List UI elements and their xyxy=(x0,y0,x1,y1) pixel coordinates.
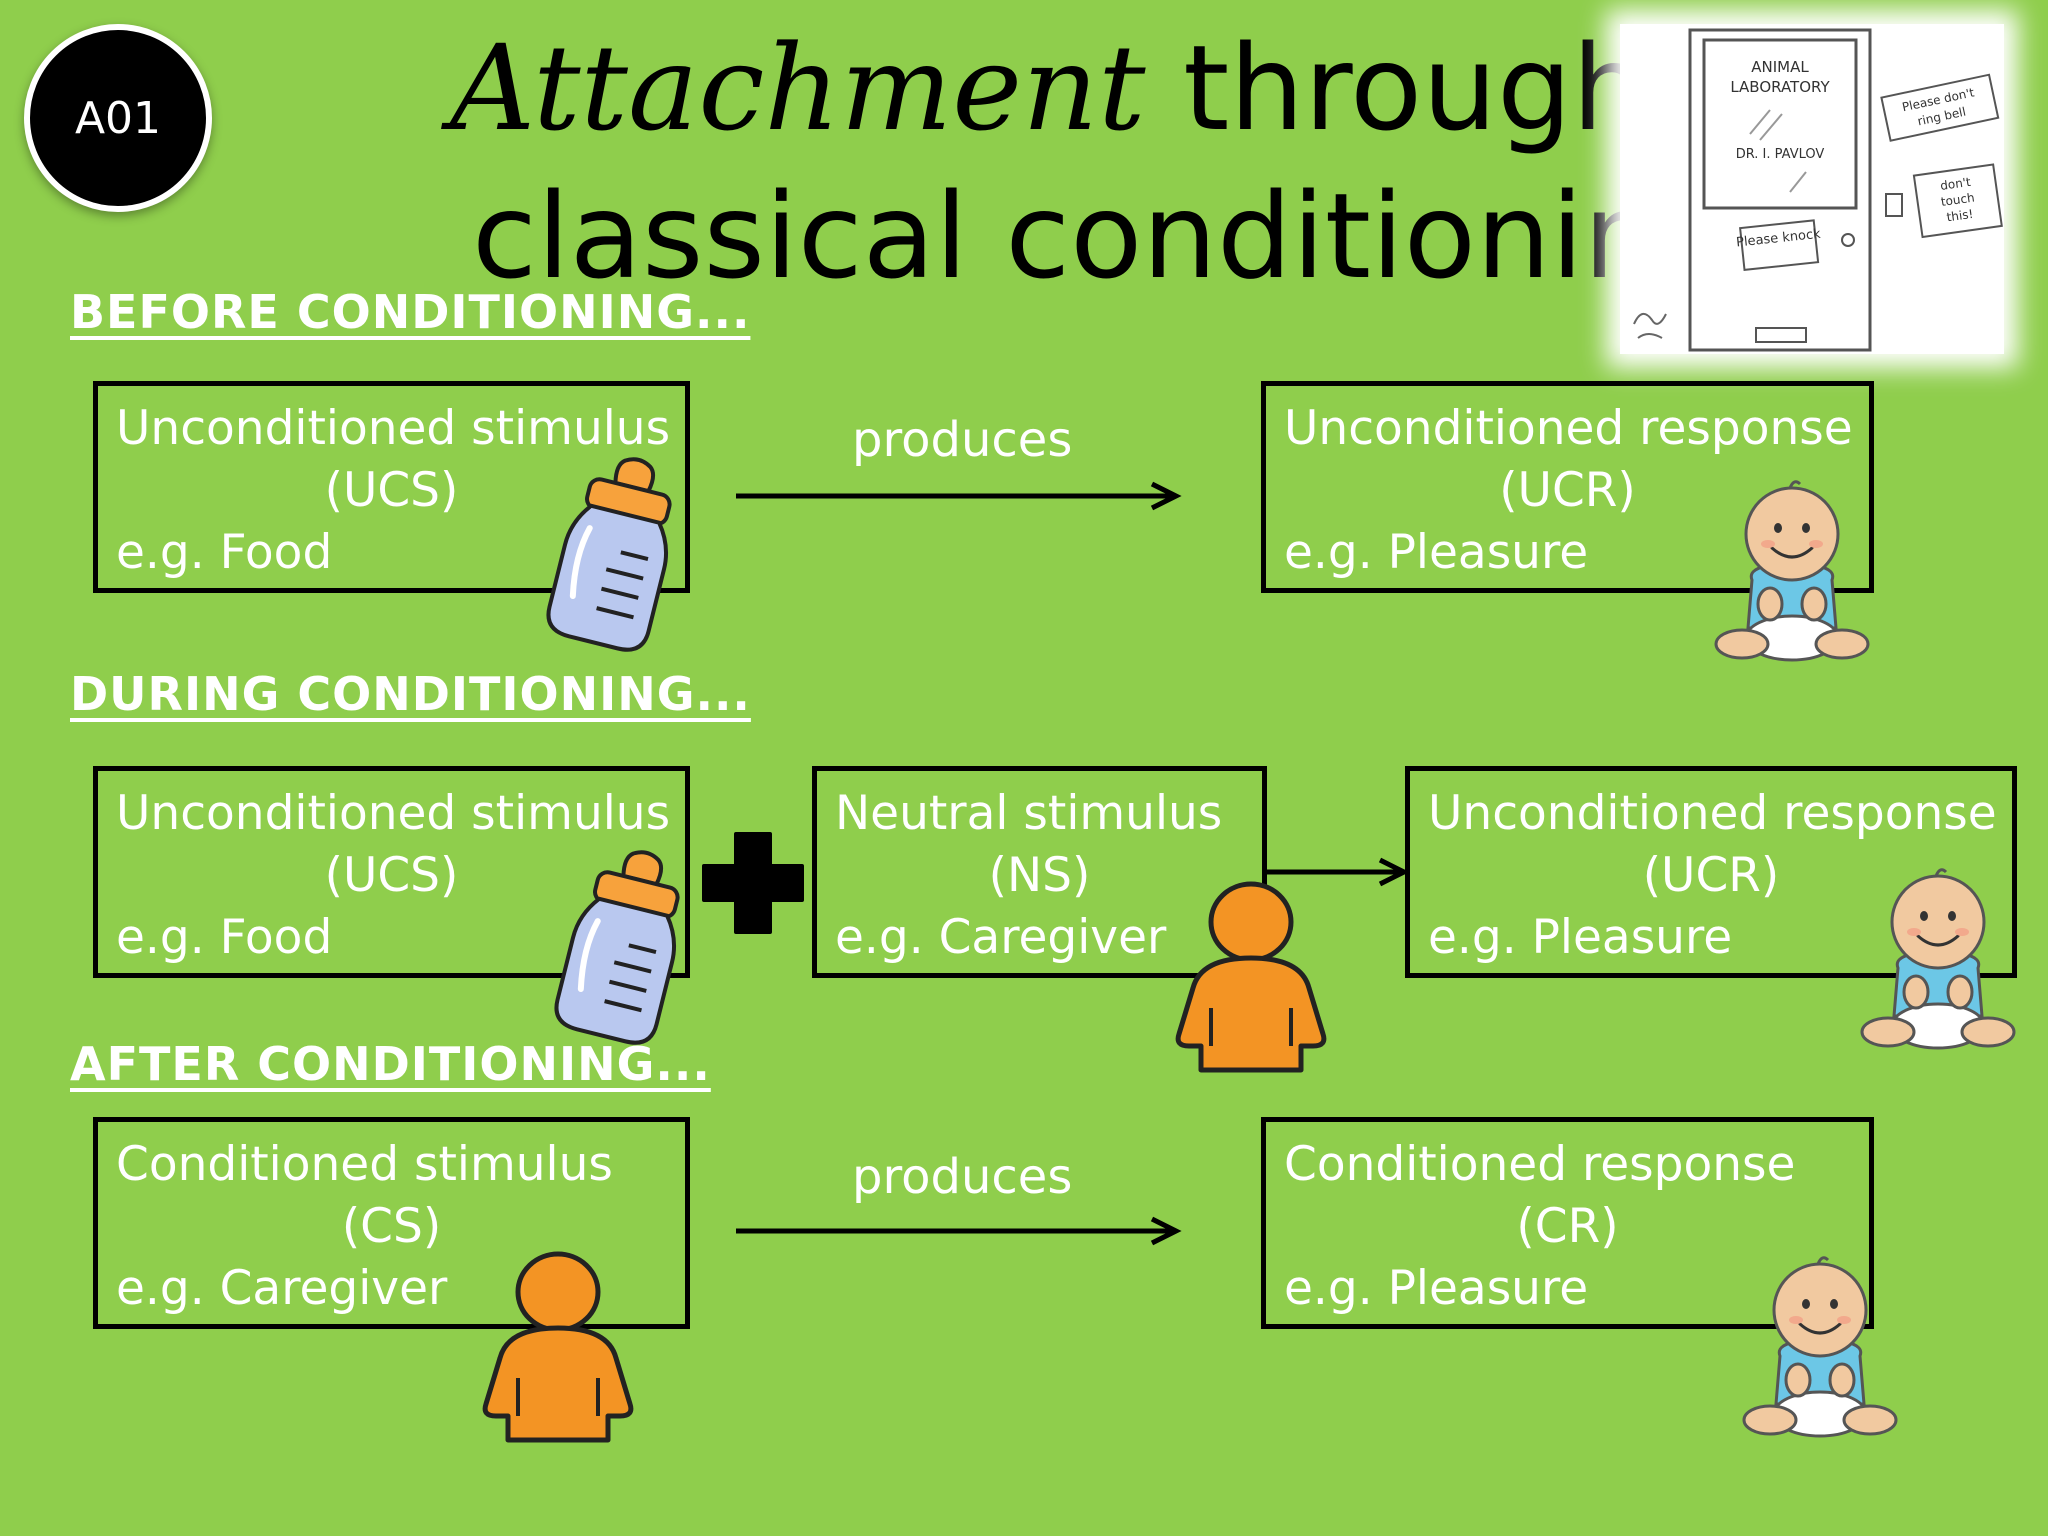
during-ucr-abbr: (UCR) xyxy=(1642,848,1780,903)
baby-bottle-icon xyxy=(546,457,672,652)
note-touch-line-2: touch xyxy=(1940,190,1975,209)
baby-icon xyxy=(1860,868,2016,1050)
door-sign-line-1: ANIMAL xyxy=(1751,58,1809,76)
before-produces-label: produces xyxy=(852,412,1073,468)
baby-icon xyxy=(1714,480,1870,662)
a01-badge: A01 xyxy=(24,24,212,212)
title-line-2: classical conditioning xyxy=(472,167,1734,305)
before-ucr-box: Unconditioned response (UCR) e.g. Pleasu… xyxy=(1261,381,1874,593)
during-ns-name: Neutral stimulus xyxy=(835,786,1223,841)
during-ucs-name: Unconditioned stimulus xyxy=(116,786,671,841)
during-heading: DURING CONDITIONING... xyxy=(70,667,751,721)
note-touch-line-1: don't xyxy=(1939,175,1972,193)
during-ucs-box: Unconditioned stimulus (UCS) e.g. Food xyxy=(93,766,690,978)
caregiver-icon xyxy=(1175,881,1327,1073)
title-line-1: Attachment through xyxy=(450,14,1647,162)
during-ucr-example: e.g. Pleasure xyxy=(1428,910,1733,965)
during-ns-abbr: (NS) xyxy=(988,848,1091,903)
before-ucs-abbr: (UCS) xyxy=(324,463,459,518)
before-ucs-example: e.g. Food xyxy=(116,525,333,580)
before-heading: BEFORE CONDITIONING... xyxy=(70,285,751,339)
before-arrow-icon xyxy=(736,481,1182,511)
after-cs-name: Conditioned stimulus xyxy=(116,1137,613,1192)
badge-label: A01 xyxy=(74,92,162,144)
before-ucr-example: e.g. Pleasure xyxy=(1284,525,1589,580)
door-sign-line-2: LABORATORY xyxy=(1730,78,1830,96)
during-ucr-box: Unconditioned response (UCR) e.g. Pleasu… xyxy=(1405,766,2017,978)
after-cs-abbr: (CS) xyxy=(341,1199,442,1254)
caregiver-icon xyxy=(482,1251,634,1443)
pavlov-door-illustration: ANIMAL LABORATORY DR. I. PAVLOV Please k… xyxy=(1633,28,2003,352)
title-line-1-rest: through xyxy=(1183,19,1647,157)
during-ns-box: Neutral stimulus (NS) e.g. Caregiver xyxy=(812,766,1267,978)
pavlov-cartoon: ANIMAL LABORATORY DR. I. PAVLOV Please k… xyxy=(1620,24,2004,354)
plus-icon xyxy=(702,832,804,934)
after-arrow-icon xyxy=(736,1216,1182,1246)
after-cs-box: Conditioned stimulus (CS) e.g. Caregiver xyxy=(93,1117,690,1329)
baby-bottle-icon xyxy=(554,850,680,1045)
door-knob-icon xyxy=(1841,233,1855,247)
during-ns-example: e.g. Caregiver xyxy=(835,910,1167,965)
artist-signature xyxy=(1633,313,1667,339)
after-cr-abbr: (CR) xyxy=(1516,1199,1619,1254)
after-cs-example: e.g. Caregiver xyxy=(116,1261,448,1316)
before-ucr-name: Unconditioned response xyxy=(1284,401,1853,456)
during-ucr-name: Unconditioned response xyxy=(1428,786,1997,841)
door-name: DR. I. PAVLOV xyxy=(1736,147,1825,162)
during-ucs-abbr: (UCS) xyxy=(324,848,459,903)
note-touch-line-3: this! xyxy=(1946,207,1974,225)
before-ucs-box: Unconditioned stimulus (UCS) e.g. Food xyxy=(93,381,690,593)
baby-icon xyxy=(1742,1256,1898,1438)
title-italic-word: Attachment xyxy=(450,19,1146,157)
slide-title: Attachment through classical conditionin… xyxy=(450,14,1734,310)
after-cr-name: Conditioned response xyxy=(1284,1137,1796,1192)
bell-button-icon xyxy=(1885,193,1903,217)
before-ucr-abbr: (UCR) xyxy=(1499,463,1636,518)
after-cr-box: Conditioned response (CR) e.g. Pleasure xyxy=(1261,1117,1874,1329)
after-cr-example: e.g. Pleasure xyxy=(1284,1261,1589,1316)
during-arrow-icon xyxy=(1266,857,1410,887)
after-produces-label: produces xyxy=(852,1149,1073,1205)
during-ucs-example: e.g. Food xyxy=(116,910,333,965)
mail-slot-icon xyxy=(1755,327,1807,343)
before-ucs-name: Unconditioned stimulus xyxy=(116,401,671,456)
after-heading: AFTER CONDITIONING... xyxy=(70,1037,711,1091)
